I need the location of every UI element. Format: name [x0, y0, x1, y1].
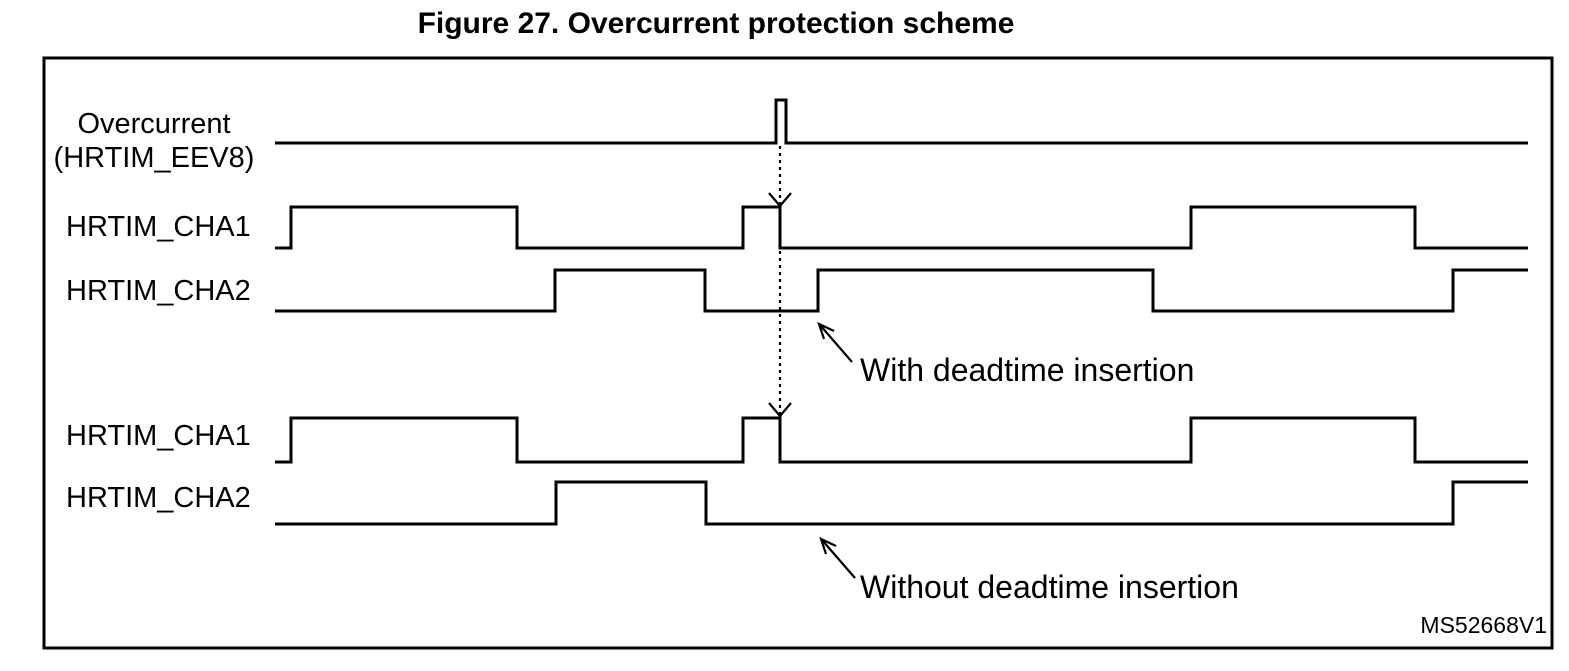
without-deadtime-annotation: Without deadtime insertion — [860, 569, 1239, 605]
row1-cha1-label: HRTIM_CHA1 — [66, 211, 251, 243]
cha2-without-deadtime-waveform — [275, 480, 1528, 526]
cha2-with-deadtime-waveform — [275, 268, 1528, 313]
overcurrent-waveform — [275, 98, 1528, 145]
figure-border — [42, 56, 1554, 650]
row2-cha1-label: HRTIM_CHA1 — [66, 420, 251, 452]
drawing-id: MS52668V1 — [1420, 612, 1547, 638]
event-arrow-down-icon — [768, 192, 792, 208]
cha1-with-deadtime-waveform — [275, 205, 1528, 250]
event-arrow-down-icon — [768, 402, 792, 418]
overcurrent-label-line2: (HRTIM_EEV8) — [53, 142, 255, 174]
overcurrent-signal-label: Overcurrent (HRTIM_EEV8) — [38, 107, 270, 175]
with-deadtime-arrow-icon — [817, 321, 853, 363]
without-deadtime-arrow-icon — [819, 536, 856, 579]
overcurrent-label-line1: Overcurrent — [77, 108, 231, 140]
row2-cha2-label: HRTIM_CHA2 — [66, 482, 251, 514]
row1-cha2-label: HRTIM_CHA2 — [66, 275, 251, 307]
with-deadtime-annotation: With deadtime insertion — [860, 352, 1195, 388]
cha1-without-deadtime-waveform — [275, 416, 1528, 464]
figure-title: Figure 27. Overcurrent protection scheme — [417, 7, 1015, 40]
